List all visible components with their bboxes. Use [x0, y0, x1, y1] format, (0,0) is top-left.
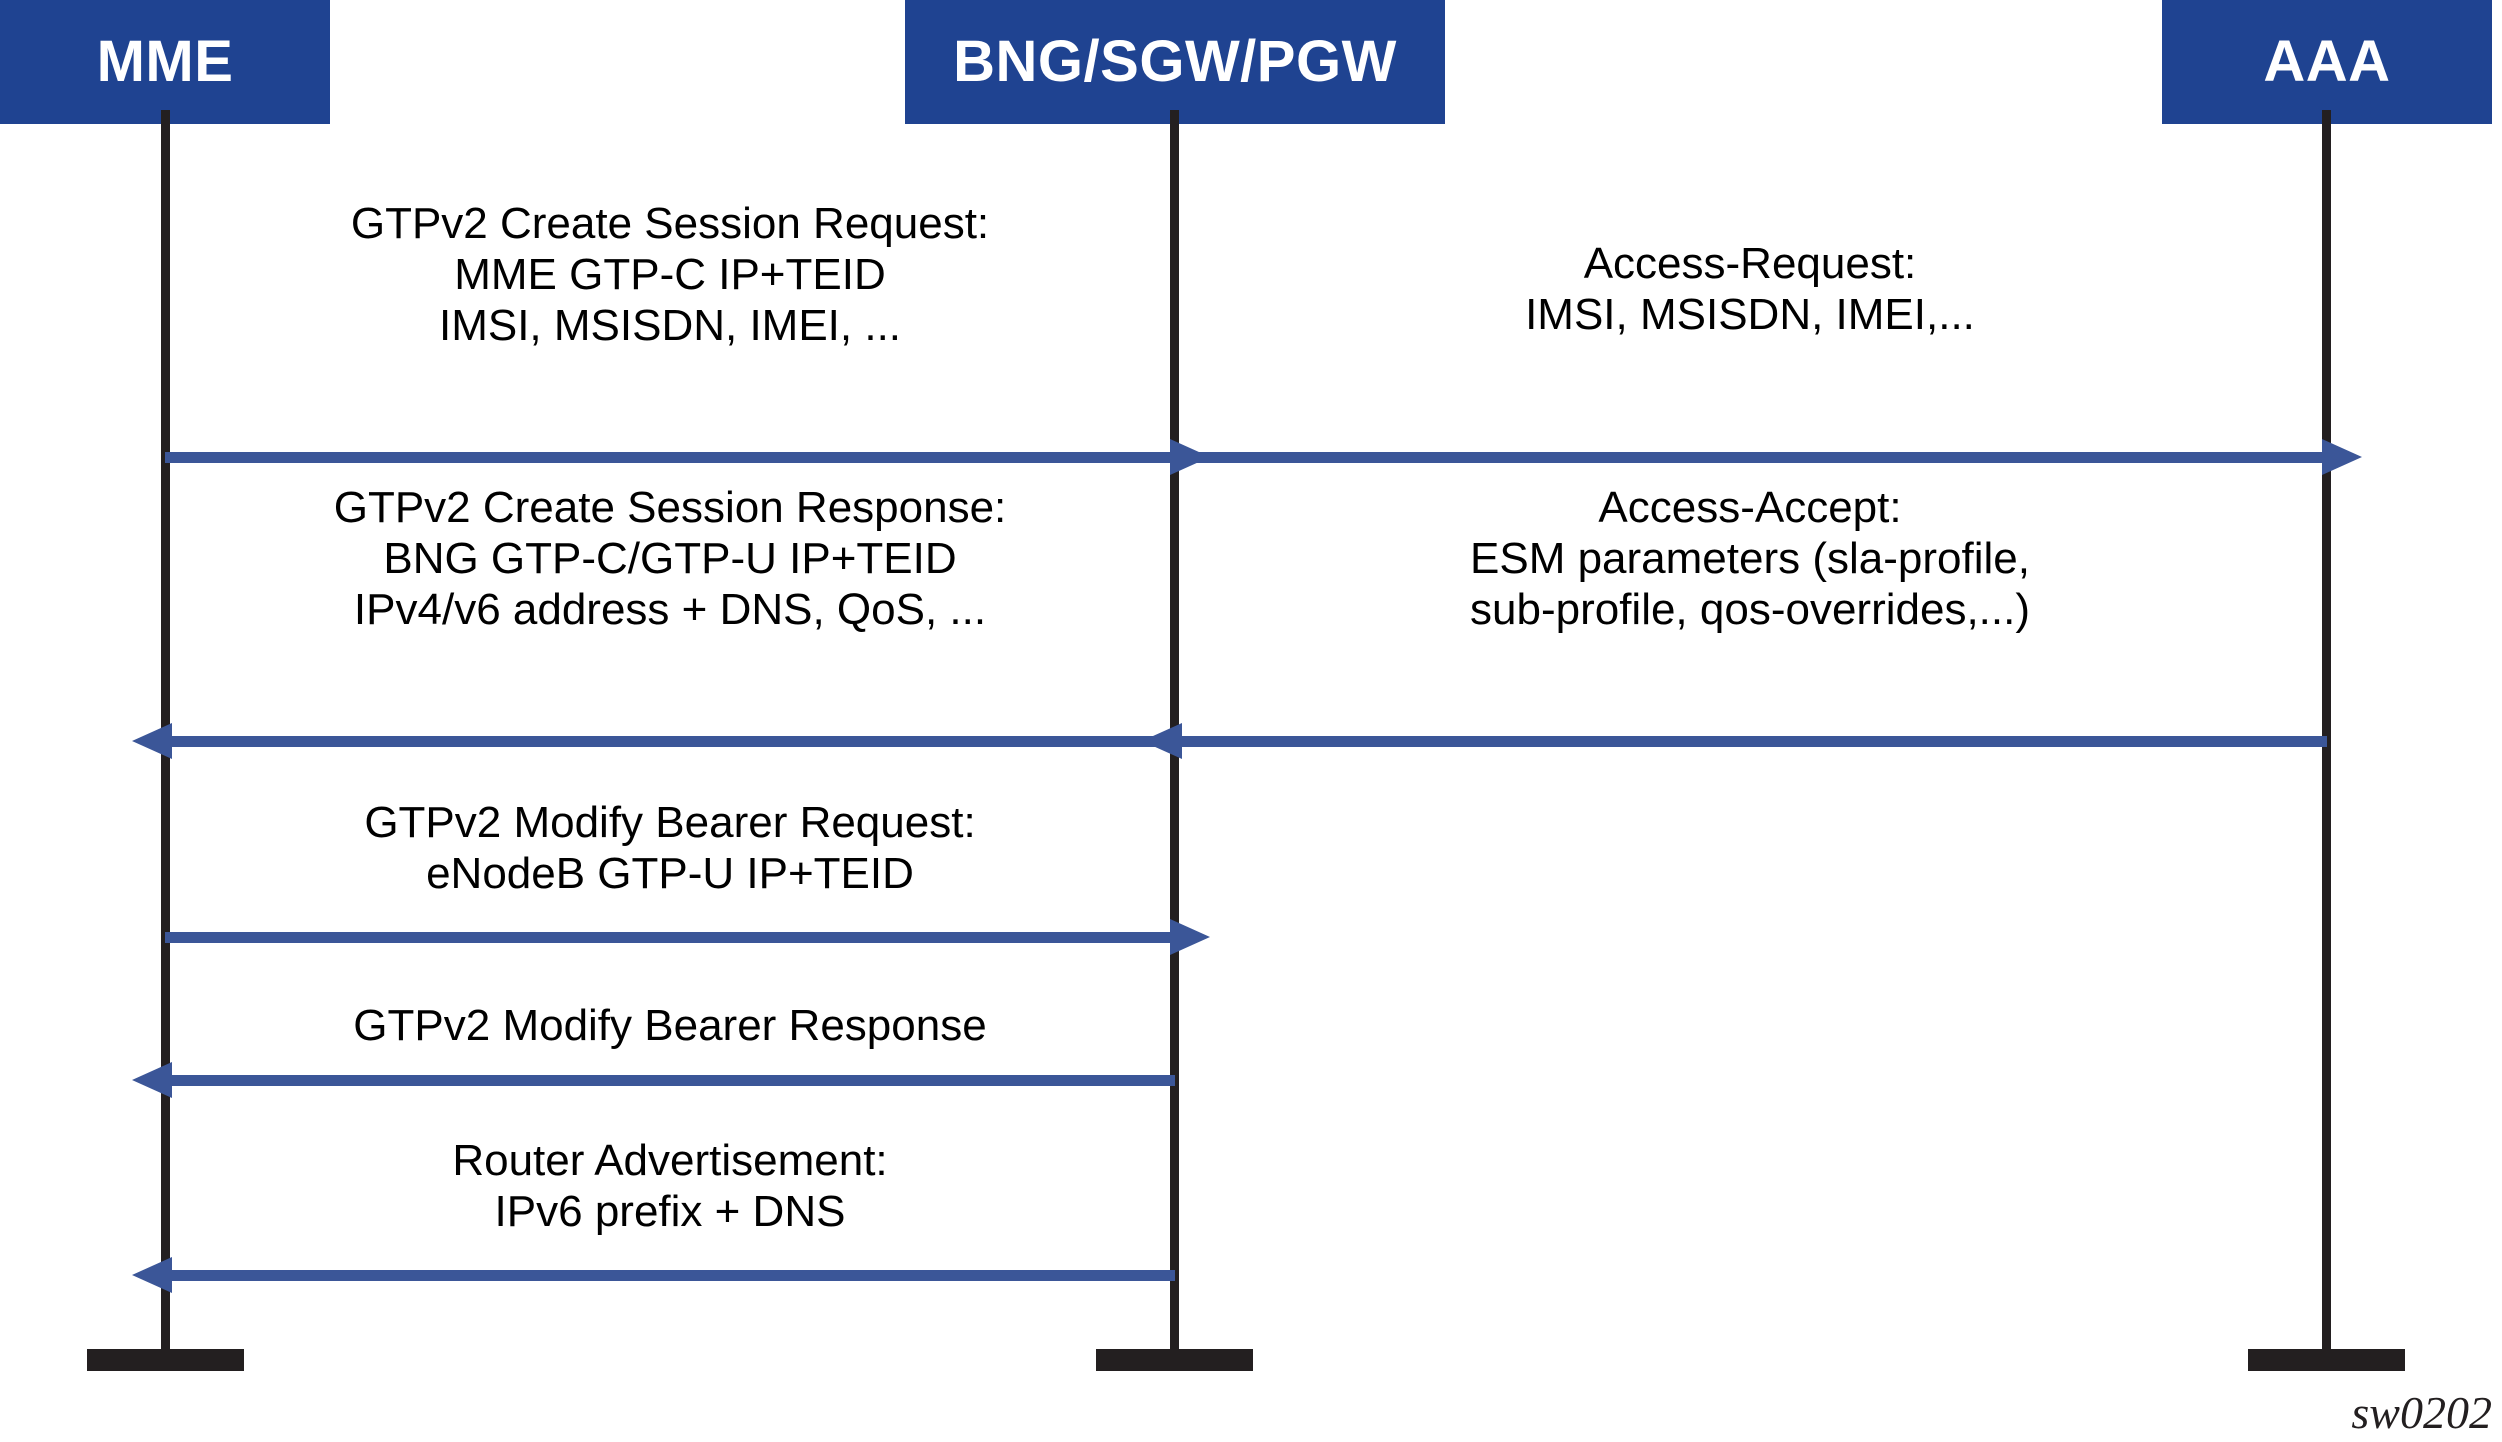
message-label-gtpv2-modify-bearer-response: GTPv2 Modify Bearer Response: [165, 1000, 1175, 1051]
arrow-shaft: [1175, 439, 2362, 475]
lifeline-foot-mme: [87, 1349, 244, 1371]
arrow-shaft: [1142, 723, 2327, 759]
message-line: IPv4/v6 address + DNS, QoS, ...: [353, 585, 987, 635]
actor-header-mme: MME: [0, 0, 330, 124]
arrow-shaft: [132, 723, 1175, 759]
message-line: Access-Accept:: [1598, 483, 1902, 532]
message-line: GTPv2 Modify Bearer Response: [353, 1001, 987, 1050]
message-label-gtpv2-create-session-response: GTPv2 Create Session Response: BNG GTP-C…: [165, 482, 1175, 635]
message-line: GTPv2 Create Session Response:: [333, 483, 1007, 532]
arrowhead-right-icon: [1170, 919, 1210, 955]
arrow-shaft: [165, 919, 1210, 955]
arrow-shaft: [132, 1062, 1175, 1098]
message-line: Access-Request:: [1583, 239, 1917, 288]
message-label-gtpv2-create-session-request: GTPv2 Create Session Request: MME GTP-C …: [165, 198, 1175, 351]
message-line: Router Advertisement:: [452, 1136, 888, 1185]
arrowhead-left-icon: [132, 1062, 172, 1098]
arrow-shaft: [132, 1257, 1175, 1293]
arrow-shaft: [165, 439, 1210, 475]
message-line: GTPv2 Create Session Request:: [350, 199, 990, 248]
figure-caption: sw0202: [2351, 1387, 2492, 1438]
actor-header-bng-sgw-pgw: BNG/SGW/PGW: [905, 0, 1445, 124]
lifeline-aaa: [2322, 110, 2331, 1358]
arrowhead-left-icon: [1142, 723, 1182, 759]
message-line: BNG GTP-C/GTP-U IP+TEID: [383, 534, 957, 584]
message-line: IMSI, MSISDN, IMEI, ...: [438, 301, 902, 351]
message-line: IMSI, MSISDN, IMEI,...: [1525, 290, 1975, 340]
arrowhead-left-icon: [132, 723, 172, 759]
message-label-router-advertisement: Router Advertisement: IPv6 prefix + DNS: [165, 1135, 1175, 1237]
lifeline-foot-aaa: [2248, 1349, 2405, 1371]
message-line: MME GTP-C IP+TEID: [454, 250, 886, 300]
actor-label-mme: MME: [96, 29, 234, 94]
actor-header-aaa: AAA: [2162, 0, 2492, 124]
message-line: IPv6 prefix + DNS: [494, 1187, 846, 1237]
arrowhead-right-icon: [2322, 439, 2362, 475]
message-label-access-accept: Access-Accept: ESM parameters (sla-profi…: [1175, 482, 2325, 635]
actor-label-aaa: AAA: [2263, 29, 2391, 94]
message-line: GTPv2 Modify Bearer Request:: [364, 798, 976, 847]
message-line: sub-profile, qos-overrides,...): [1470, 585, 2030, 635]
actor-label-bng-sgw-pgw: BNG/SGW/PGW: [953, 29, 1397, 94]
lifeline-foot-bng-sgw-pgw: [1096, 1349, 1253, 1371]
message-label-gtpv2-modify-bearer-request: GTPv2 Modify Bearer Request: eNodeB GTP-…: [165, 797, 1175, 899]
message-line: ESM parameters (sla-profile,: [1470, 534, 2030, 584]
message-label-access-request: Access-Request: IMSI, MSISDN, IMEI,...: [1175, 238, 2325, 340]
arrowhead-left-icon: [132, 1257, 172, 1293]
message-line: eNodeB GTP-U IP+TEID: [426, 849, 914, 899]
